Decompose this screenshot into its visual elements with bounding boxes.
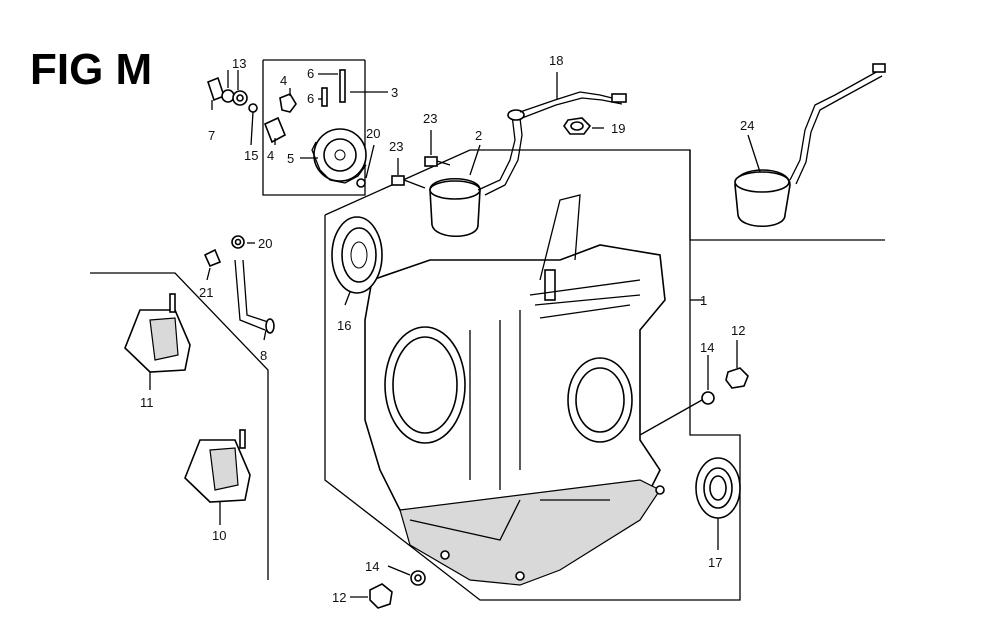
callout-23: 23 — [389, 139, 403, 154]
callout-23: 23 — [423, 111, 437, 126]
callout-15: 15 — [244, 148, 258, 163]
callout-13: 13 — [232, 56, 246, 71]
callout-19: 19 — [611, 121, 625, 136]
callout-4: 4 — [267, 148, 274, 163]
leader-lines — [149, 70, 761, 598]
callout-20: 20 — [366, 126, 380, 141]
callout-4: 4 — [280, 73, 287, 88]
callout-5: 5 — [287, 151, 294, 166]
callout-14: 14 — [365, 559, 379, 574]
callout-10: 10 — [212, 528, 226, 543]
wire-part-18 — [519, 91, 627, 119]
callout-6: 6 — [307, 66, 314, 81]
bolt-part-12-right — [701, 367, 749, 405]
callout-2: 2 — [475, 128, 482, 143]
crankcase-part-1 — [364, 194, 666, 586]
oil-switch-part-2 — [429, 109, 525, 237]
callout-labels: 1 2 3 4 4 5 6 6 7 8 10 11 12 12 13 14 14… — [140, 53, 754, 605]
oil-seal-part-17 — [695, 457, 741, 519]
nut-part-19 — [563, 117, 592, 135]
callout-18: 18 — [549, 53, 563, 68]
callout-12: 12 — [731, 323, 745, 338]
callout-17: 17 — [708, 555, 722, 570]
callout-24: 24 — [740, 118, 754, 133]
oil-seal-part-16 — [331, 216, 383, 294]
callout-16: 16 — [337, 318, 351, 333]
callout-6: 6 — [307, 91, 314, 106]
callout-7: 7 — [208, 128, 215, 143]
engine-mount-part-11 — [124, 293, 191, 373]
bolt-part-7 — [207, 76, 248, 106]
bolt-part-12-bottom — [369, 570, 426, 609]
callout-21: 21 — [199, 285, 213, 300]
callout-1: 1 — [700, 293, 707, 308]
bolt-part-23 — [391, 156, 451, 189]
breather-tube-part-8 — [203, 235, 275, 334]
callout-14: 14 — [700, 340, 714, 355]
group-frames — [90, 59, 885, 601]
oil-alert-unit-part-24 — [734, 63, 886, 227]
callout-11: 11 — [140, 395, 154, 410]
callout-12: 12 — [332, 590, 346, 605]
engine-mount-part-10 — [184, 429, 251, 503]
callout-8: 8 — [260, 348, 267, 363]
callout-3: 3 — [391, 85, 398, 100]
oil-pump-assembly — [248, 69, 367, 188]
callout-20: 20 — [258, 236, 272, 251]
figure-title: FIG M — [30, 45, 152, 94]
